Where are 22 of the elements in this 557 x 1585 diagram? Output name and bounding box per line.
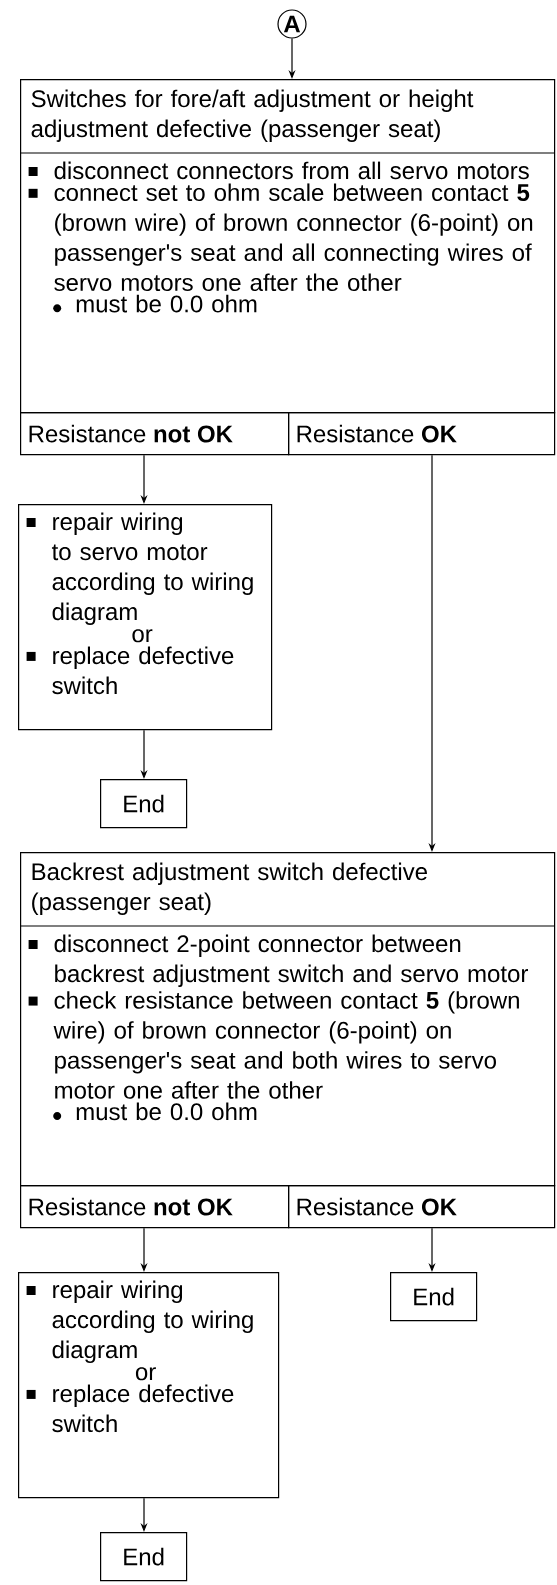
result-cell: Resistance not OK (20, 1185, 290, 1229)
bullet-item: connect set to ohm scale between contact 5 (brown wire) of brown connector (6-point) on passenger's seat and all connecting wires of servo motors one after the other (28, 183, 533, 292)
sub-bullet-item: must be 0.0 ohm (53, 1102, 257, 1121)
step-box (18, 1272, 280, 1499)
heading-text: Switches for fore/aft adjustment or height adjustment defective (passenger seat) (31, 89, 474, 142)
result-cell: Resistance not OK (20, 412, 290, 456)
result-cell: Resistance OK (288, 412, 556, 456)
or-text: or (132, 629, 153, 643)
end-box: End (100, 1532, 188, 1582)
heading-text: Backrest adjustment switch defective (passenger seat) (32, 862, 427, 915)
result-cell: Resistance OK (288, 1185, 556, 1229)
bullet-item: disconnect connectors from all servo motors (28, 161, 529, 180)
end-box: End (390, 1272, 478, 1322)
step-box (19, 79, 556, 414)
bullet-item: replace defective switch (26, 646, 234, 695)
bullet-item: replace defective switch (26, 1384, 234, 1433)
step-box (19, 852, 556, 1187)
bullet-item: check resistance between contact 5 (brown wire) of brown connector (6-point) on passenger's seat and both wires to servo motor one after the other (28, 991, 519, 1099)
end-box: End (100, 779, 188, 829)
sub-bullet-item: must be 0.0 ohm (53, 294, 257, 313)
or-text: or (135, 1367, 156, 1381)
step-box (18, 504, 273, 731)
